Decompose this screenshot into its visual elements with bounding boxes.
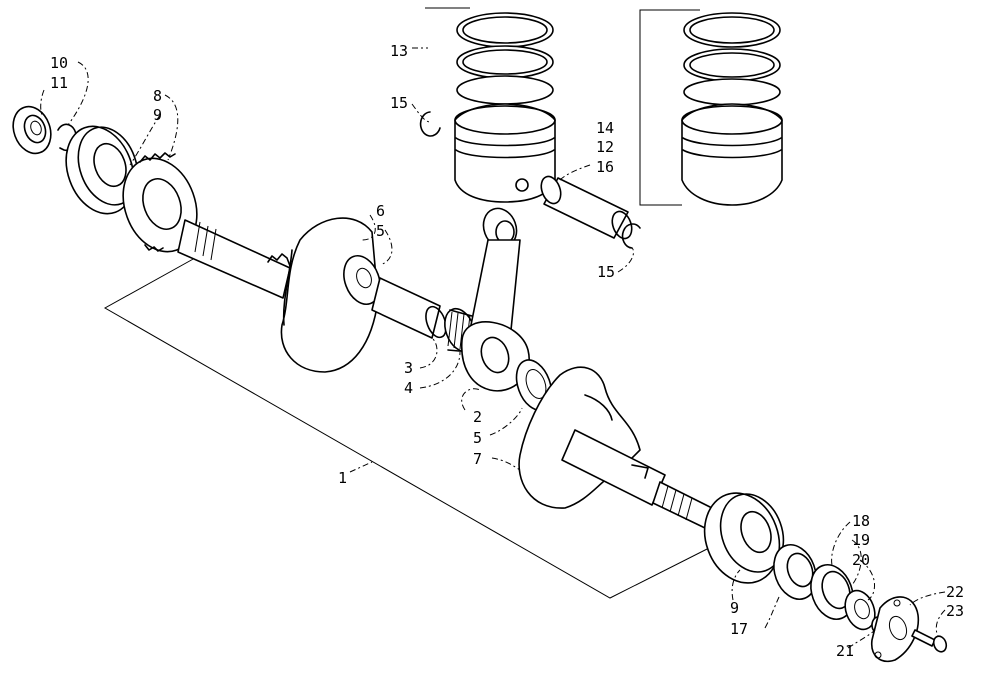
callout-11: 11 (50, 74, 68, 92)
callout-12: 12 (596, 138, 614, 156)
connecting-rod (460, 207, 530, 392)
piston-assembly-left (454, 12, 556, 203)
callout-14: 14 (596, 119, 614, 137)
callout-7: 7 (473, 450, 482, 468)
callout-17: 17 (730, 620, 748, 638)
callout-labels: 1 2 3 4 5 5 6 7 8 9 9 10 11 12 13 14 15 … (50, 42, 964, 660)
piston-pin (540, 175, 633, 240)
callout-4: 4 (404, 379, 413, 397)
oil-seal (773, 544, 817, 600)
right-main-bearing (703, 492, 785, 584)
callout-8: 8 (153, 87, 162, 105)
piston-bracket-right (639, 9, 700, 206)
left-small-bearing (12, 105, 52, 155)
callout-9-upper: 9 (153, 106, 162, 124)
crank-pin (371, 277, 447, 339)
callout-10: 10 (50, 54, 68, 72)
callout-15-lower: 15 (597, 263, 615, 281)
callout-5-lower: 5 (473, 429, 482, 447)
screw-23 (911, 629, 948, 653)
callout-2: 2 (473, 408, 482, 426)
callout-21: 21 (836, 642, 854, 660)
callout-19: 19 (852, 531, 870, 549)
callout-1: 1 (338, 469, 347, 487)
piston-assembly-right (681, 12, 783, 206)
left-crank-shaft (177, 219, 291, 299)
callout-3: 3 (404, 359, 413, 377)
callout-5-upper: 5 (376, 222, 385, 240)
callout-18: 18 (852, 512, 870, 530)
callout-22: 22 (946, 583, 964, 601)
circlip-upper (419, 111, 441, 137)
timing-gear (122, 152, 198, 253)
circlip-lower (621, 223, 641, 249)
right-outer-bearing (810, 564, 854, 620)
callout-16: 16 (596, 158, 614, 176)
callout-9-lower: 9 (730, 599, 739, 617)
callout-20: 20 (852, 551, 870, 569)
leader-lines (40, 47, 946, 649)
callout-13: 13 (390, 42, 408, 60)
callout-23: 23 (946, 602, 964, 620)
left-main-bearing (65, 125, 139, 215)
washer-20 (844, 589, 876, 631)
callout-6: 6 (376, 202, 385, 220)
assembly-bracket (103, 257, 716, 599)
retainer-plate (870, 596, 920, 662)
thrust-washer-left (343, 254, 381, 306)
callout-15-upper: 15 (390, 94, 408, 112)
